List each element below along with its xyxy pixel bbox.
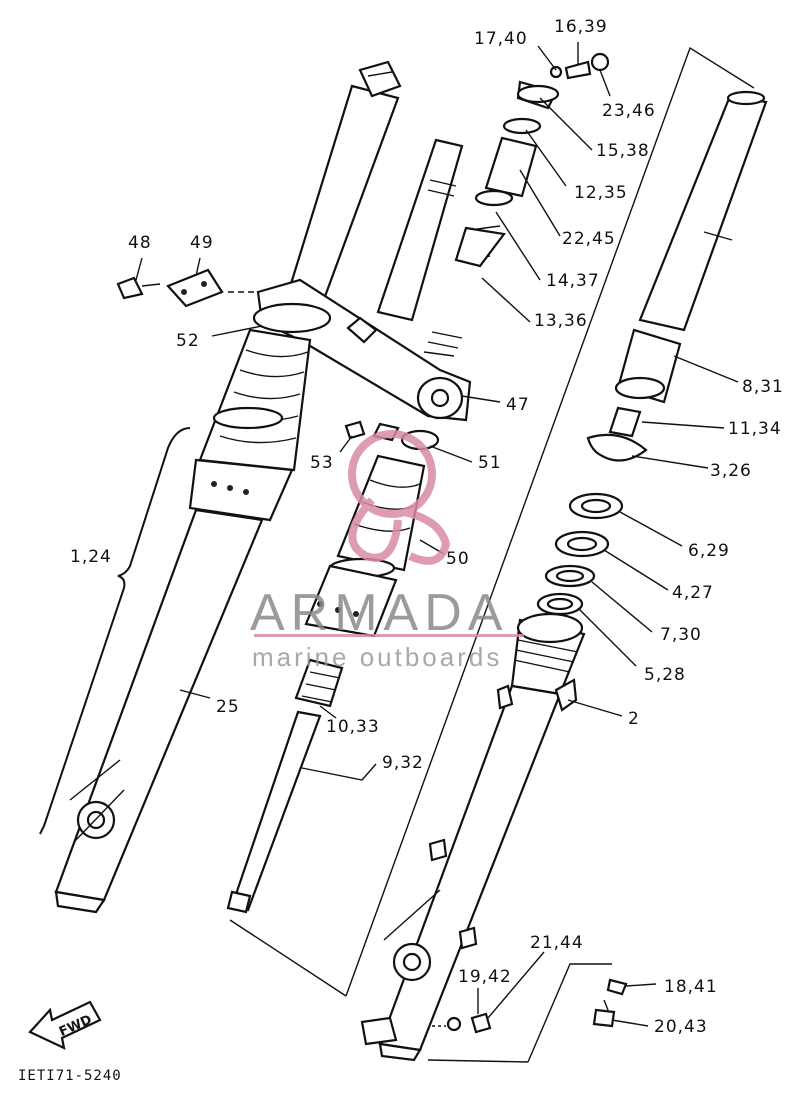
label-25: 25 [216,697,240,717]
top-cap-parts [423,52,610,357]
label-49: 49 [190,233,214,253]
label-18-41: 18,41 [664,977,718,997]
label-17-40: 17,40 [474,29,528,49]
label-11-34: 11,34 [728,419,782,439]
leader-rod-to-outer [229,919,347,997]
label-8-31: 8,31 [742,377,784,397]
label-52: 52 [176,331,200,351]
right-fork-parts [360,90,768,1062]
label-12-35: 12,35 [574,183,628,203]
label-13-36: 13,36 [534,311,588,331]
label-4-27: 4,27 [672,583,714,603]
watermark: ARMADA marine outboards [250,430,524,672]
drain-bolts-parts [427,963,628,1063]
center-damper-parts [226,420,440,914]
label-6-29: 6,29 [688,541,730,561]
leader-lines [135,42,739,1027]
label-21-44: 21,44 [530,933,584,953]
label-48: 48 [128,233,152,253]
bracket-1-24 [39,427,191,835]
label-5-28: 5,28 [644,665,686,685]
label-53: 53 [310,453,334,473]
label-19-42: 19,42 [458,967,512,987]
part-labels: 17,40 16,39 23,46 15,38 12,35 22,45 14,3… [70,17,784,1037]
watermark-divider [254,634,524,637]
label-22-45: 22,45 [562,229,616,249]
label-10-33: 10,33 [326,717,380,737]
label-1-24: 1,24 [70,547,112,567]
label-2: 2 [628,709,640,729]
left-fork-assembly [54,60,472,914]
watermark-title: ARMADA [250,584,508,642]
label-16-39: 16,39 [554,17,608,37]
bolt-and-plate-48-49 [116,268,256,308]
left-dust-boot [188,328,312,522]
fwd-arrow: FWD [28,1000,102,1050]
watermark-logo [348,430,451,565]
assembly-boundary-line [345,46,755,997]
drawing-code: IETI71-5240 [18,1068,122,1084]
label-50: 50 [446,549,470,569]
label-7-30: 7,30 [660,625,702,645]
label-51: 51 [478,453,502,473]
label-14-37: 14,37 [546,271,600,291]
label-20-43: 20,43 [654,1017,708,1037]
label-9-32: 9,32 [382,753,424,773]
label-15-38: 15,38 [596,141,650,161]
label-47: 47 [506,395,530,415]
label-23-46: 23,46 [602,101,656,121]
label-3-26: 3,26 [710,461,752,481]
watermark-subtitle: marine outboards [252,642,502,672]
